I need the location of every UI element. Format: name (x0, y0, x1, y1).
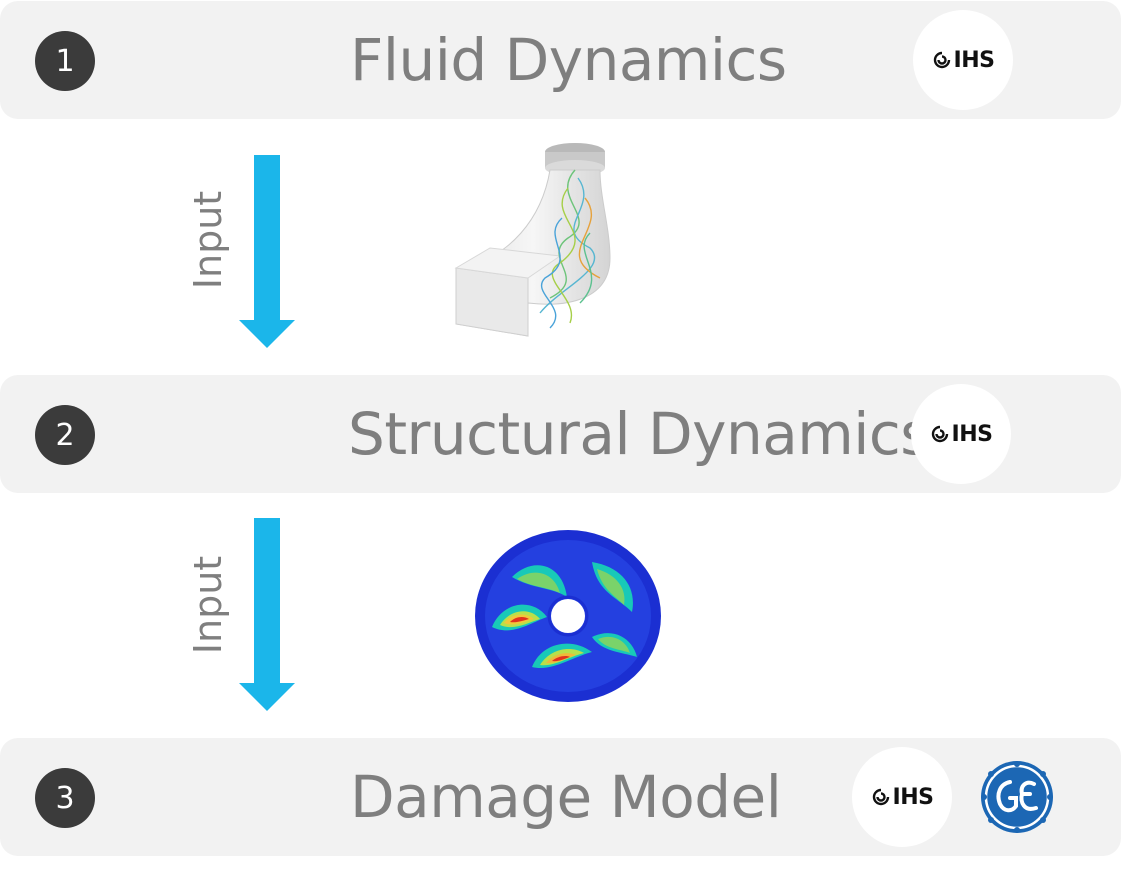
ihs-logo-text: IHS (892, 784, 934, 810)
ihs-logo-text: IHS (951, 421, 993, 447)
runner-stress-illustration (475, 530, 661, 702)
ihs-logo-mark: IHS (930, 422, 993, 447)
step-number-2: 2 (35, 405, 95, 465)
stage-title-damage-model: Damage Model (350, 763, 782, 831)
step-number-1: 1 (35, 31, 95, 91)
ihs-logo-mark: IHS (932, 48, 995, 73)
ihs-logo-text: IHS (953, 47, 995, 73)
arrow-label-input-2: Input (186, 555, 230, 655)
arrow-label-input-1: Input (186, 190, 230, 290)
down-arrow-icon (239, 518, 295, 711)
ihs-swirl-icon (872, 788, 889, 806)
ihs-logo: IHS (911, 384, 1011, 484)
draft-tube-flow-illustration (454, 143, 611, 337)
stage-title-structural-dynamics: Structural Dynamics (348, 400, 931, 468)
ihs-logo: IHS (913, 10, 1013, 110)
ihs-swirl-icon (931, 425, 948, 443)
stage-structural-dynamics: 2 Structural Dynamics IHS (0, 375, 1121, 493)
ihs-swirl-icon (933, 51, 950, 69)
ihs-logo: IHS (852, 747, 952, 847)
ge-logo (981, 761, 1053, 833)
ihs-logo-mark: IHS (871, 785, 934, 810)
stage-damage-model: 3 Damage Model IHS (0, 738, 1121, 856)
step-number-3: 3 (35, 768, 95, 828)
stage-title-fluid-dynamics: Fluid Dynamics (350, 26, 787, 94)
stage-fluid-dynamics: 1 Fluid Dynamics IHS (0, 1, 1121, 119)
down-arrow-icon (239, 155, 295, 348)
